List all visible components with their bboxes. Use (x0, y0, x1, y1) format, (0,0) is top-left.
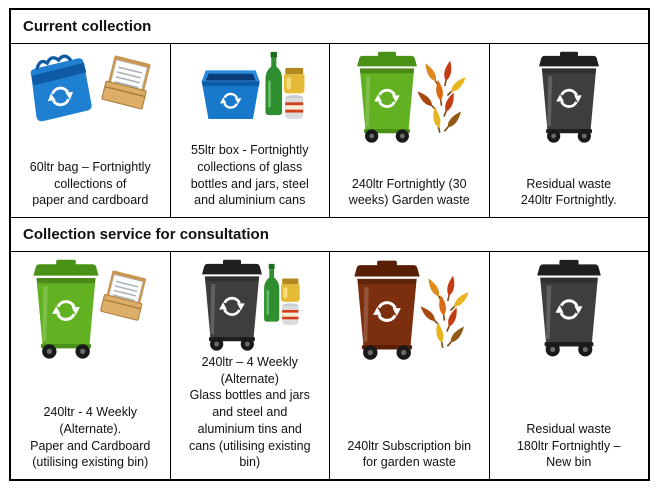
section-header-consultation: Collection service for consultation (11, 218, 648, 252)
section-title-consultation: Collection service for consultation (23, 226, 269, 243)
cell-artwork (197, 259, 302, 351)
consultation-row: 240ltr - 4 Weekly (Alternate). Paper and… (11, 252, 648, 479)
cell-artwork (22, 51, 158, 127)
black-wheelie-bin-icon (197, 259, 267, 351)
cell-55ltr-box: 55ltr box - Fortnightly collections of g… (169, 44, 330, 217)
cell-caption: 240ltr Fortnightly (30 weeks) Garden was… (348, 176, 470, 208)
cell-artwork (534, 51, 604, 143)
autumn-leaves-icon (415, 53, 467, 143)
cell-glass-240-4weekly: 240ltr – 4 Weekly (Alternate) Glass bott… (169, 252, 330, 479)
cell-caption: 240ltr Subscription bin for garden waste (347, 438, 472, 470)
paper-cardboard-icon (98, 51, 158, 119)
bottles-jars-cans-icon (260, 263, 302, 329)
cell-paper-240-4weekly: 240ltr - 4 Weekly (Alternate). Paper and… (11, 252, 170, 479)
cell-caption: 240ltr - 4 Weekly (Alternate). Paper and… (30, 405, 151, 470)
green-wheelie-bin-icon (352, 51, 422, 143)
cell-artwork (532, 259, 606, 357)
cell-caption: Residual waste 180ltr Fortnightly – New … (516, 421, 621, 470)
cell-caption: 240ltr – 4 Weekly (Alternate) Glass bott… (188, 354, 311, 470)
section-header-current: Current collection (11, 10, 648, 44)
black-wheelie-bin-icon (532, 259, 606, 357)
bottles-jars-cans-icon (261, 51, 307, 123)
black-wheelie-bin-icon (534, 51, 604, 143)
section-title-current: Current collection (23, 18, 152, 35)
cell-caption: Residual waste 240ltr Fortnightly. (520, 176, 617, 208)
cell-residual-180: Residual waste 180ltr Fortnightly – New … (488, 252, 649, 479)
cell-caption: 60ltr bag – Fortnightly collections of p… (29, 159, 151, 208)
autumn-leaves-icon (418, 265, 470, 361)
blue-recycling-box-icon (192, 61, 268, 123)
blue-recycling-bag-icon (22, 51, 98, 127)
cell-60ltr-bag: 60ltr bag – Fortnightly collections of p… (11, 44, 170, 217)
cell-garden-subscription: 240ltr Subscription bin for garden waste (329, 252, 489, 479)
current-collection-row: 60ltr bag – Fortnightly collections of p… (11, 44, 648, 218)
brown-wheelie-bin-icon (349, 259, 425, 361)
cell-artwork (28, 259, 153, 359)
green-wheelie-bin-icon (28, 259, 104, 359)
paper-cardboard-icon (97, 267, 153, 329)
cell-garden-waste-240: 240ltr Fortnightly (30 weeks) Garden was… (329, 44, 489, 217)
cell-artwork (192, 51, 307, 123)
cell-artwork (352, 51, 467, 143)
waste-collection-table: Current collection 60ltr bag – Fortnight… (9, 8, 650, 481)
cell-residual-240: Residual waste 240ltr Fortnightly. (488, 44, 649, 217)
cell-caption: 55ltr box - Fortnightly collections of g… (190, 143, 309, 208)
cell-artwork (349, 259, 470, 361)
